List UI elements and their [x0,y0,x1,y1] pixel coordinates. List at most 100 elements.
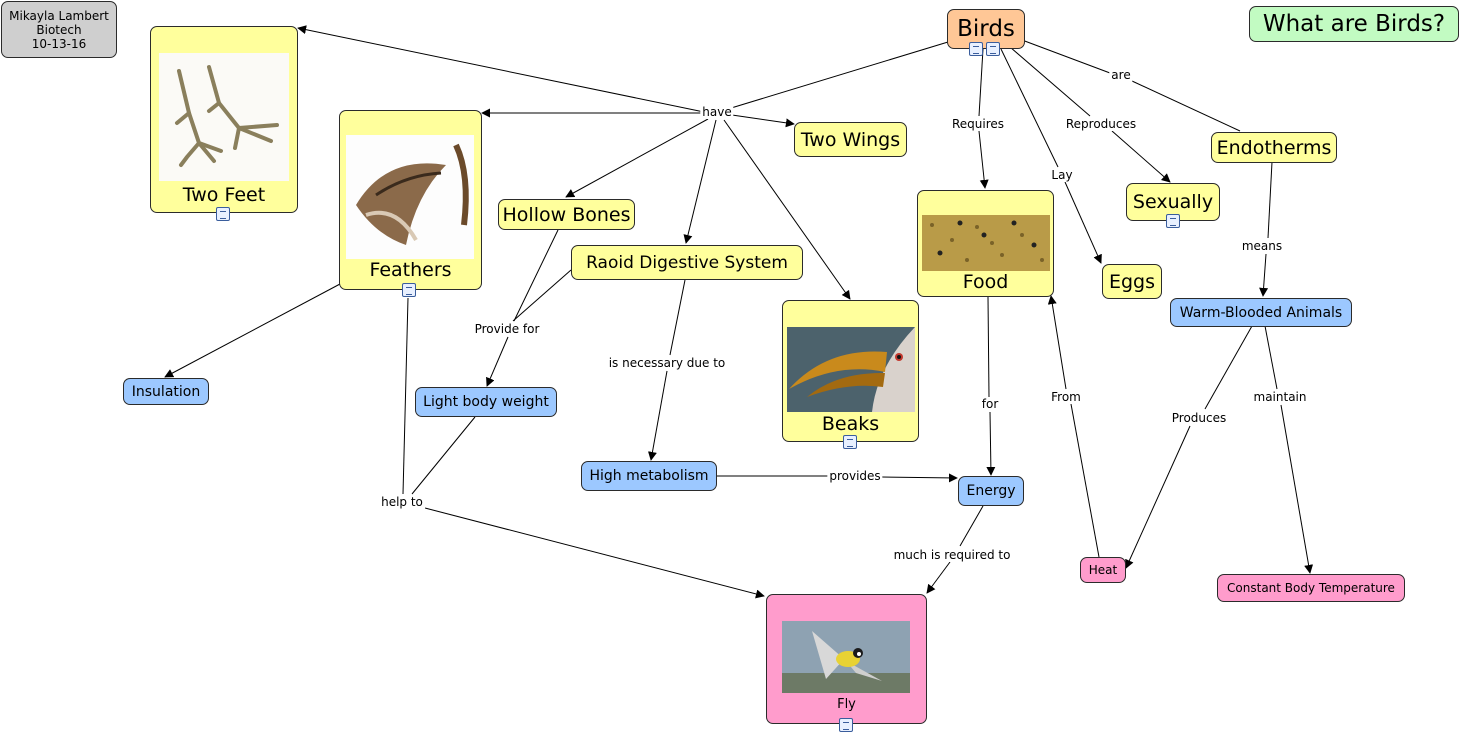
bird-seed-image [922,215,1050,271]
link-label-have: have [700,105,734,119]
link-label-reproduces: Reproduces [1063,117,1139,131]
link-line [723,119,851,300]
link-line [1259,253,1269,297]
link-line [402,297,409,495]
resource-document-icon[interactable] [839,718,853,732]
link-line [164,283,341,378]
link-label-provide-for: Provide for [472,322,542,336]
map-title[interactable]: What are Birds? [1249,6,1459,42]
link-label-required: much is required to [891,548,1013,562]
link-label-lay: Lay [1049,168,1075,182]
link-line [565,118,709,198]
concept-warm-blooded-label: Warm-Blooded Animals [1179,304,1343,321]
concept-constant-body-temperature-label: Constant Body Temperature [1227,581,1395,595]
concept-energy[interactable]: Energy [958,476,1024,506]
link-line [717,41,949,113]
flying-bird-image [782,621,910,693]
map-title-text: What are Birds? [1262,11,1446,37]
concept-two-wings[interactable]: Two Wings [794,122,907,157]
concept-endotherms[interactable]: Endotherms [1211,132,1337,163]
concept-digestive-system[interactable]: Raoid Digestive System [571,245,803,280]
link-line [1064,181,1102,264]
concept-two-feet-label: Two Feet [182,184,266,206]
link-line [513,229,559,322]
concept-endotherms-label: Endotherms [1216,136,1332,159]
link-line [648,370,668,461]
concept-high-metabolism-label: High metabolism [589,468,709,484]
concept-high-metabolism[interactable]: High metabolism [581,461,717,491]
concept-light-body-weight[interactable]: Light body weight [415,387,557,417]
concept-eggs[interactable]: Eggs [1102,264,1162,299]
concept-birds-label: Birds [957,16,1015,42]
link-line [731,114,795,128]
link-line [978,130,989,189]
concept-food[interactable]: Food [917,190,1054,297]
concept-heat-label: Heat [1088,563,1118,577]
concept-sexually-label: Sexually [1132,191,1214,213]
author-box[interactable]: Mikayla Lambert Biotech 10-13-16 [1,1,117,58]
link-line [424,507,765,599]
link-line [1009,46,1091,117]
link-label-help-to: help to [379,495,425,509]
concept-light-body-weight-label: Light body weight [423,394,549,410]
concept-eggs-label: Eggs [1108,270,1156,293]
link-line [1204,325,1253,410]
link-label-produces: Produces [1169,411,1229,425]
concept-hollow-bones-label: Hollow Bones [502,203,631,226]
concept-beaks[interactable]: Beaks [782,300,919,442]
concept-hollow-bones[interactable]: Hollow Bones [498,199,635,230]
link-line [987,296,990,398]
concept-two-wings-label: Two Wings [800,128,901,151]
link-label-means: means [1239,239,1285,253]
link-line [926,561,951,594]
link-line [512,269,572,322]
link-line [1070,403,1100,558]
link-line [1111,130,1171,183]
concept-fly[interactable]: Fly [766,594,927,724]
link-label-are: are [1109,68,1133,82]
link-line [978,48,984,117]
link-label-for: for [979,397,1001,411]
concept-warm-blooded[interactable]: Warm-Blooded Animals [1170,298,1352,327]
concept-feathers-label: Feathers [369,259,452,281]
link-line [669,279,686,356]
link-label-from: From [1049,390,1083,404]
link-line [986,411,996,476]
link-line [1267,161,1273,239]
resource-document-icon[interactable] [843,435,857,449]
link-line [1280,404,1314,574]
bird-feet-image [159,53,289,181]
resource-document-icon[interactable] [216,207,230,221]
link-line [1131,80,1241,132]
link-line [683,119,717,244]
concept-insulation[interactable]: Insulation [123,378,209,405]
concept-beaks-label: Beaks [821,413,880,435]
link-line [1000,48,1059,168]
author-date: 10-13-16 [31,36,87,51]
concept-energy-label: Energy [966,483,1016,499]
concept-insulation-label: Insulation [131,383,201,400]
concept-heat[interactable]: Heat [1080,557,1126,583]
hornbill-beak-image [787,327,915,412]
link-line [1047,295,1067,390]
link-line [1264,325,1278,390]
concept-constant-body-temperature[interactable]: Constant Body Temperature [1217,574,1405,602]
feather-wing-image [346,135,474,259]
link-line [1125,425,1191,569]
resource-document-icon[interactable] [1166,214,1180,228]
author-class: Biotech [36,22,82,37]
resource-link-icon[interactable] [986,42,1000,56]
concept-feathers[interactable]: Feathers [339,110,482,290]
concept-two-feet[interactable]: Two Feet [150,26,298,213]
link-label-provides: provides [827,469,883,483]
resource-document-icon[interactable] [969,42,983,56]
link-label-maintain: maintain [1251,390,1309,404]
link-line [486,336,509,387]
link-line [297,25,705,113]
concept-fly-label: Fly [837,697,856,712]
link-line [1021,39,1111,74]
link-label-requires: Requires [949,117,1007,131]
link-line [411,416,476,495]
resource-document-icon[interactable] [402,283,416,297]
